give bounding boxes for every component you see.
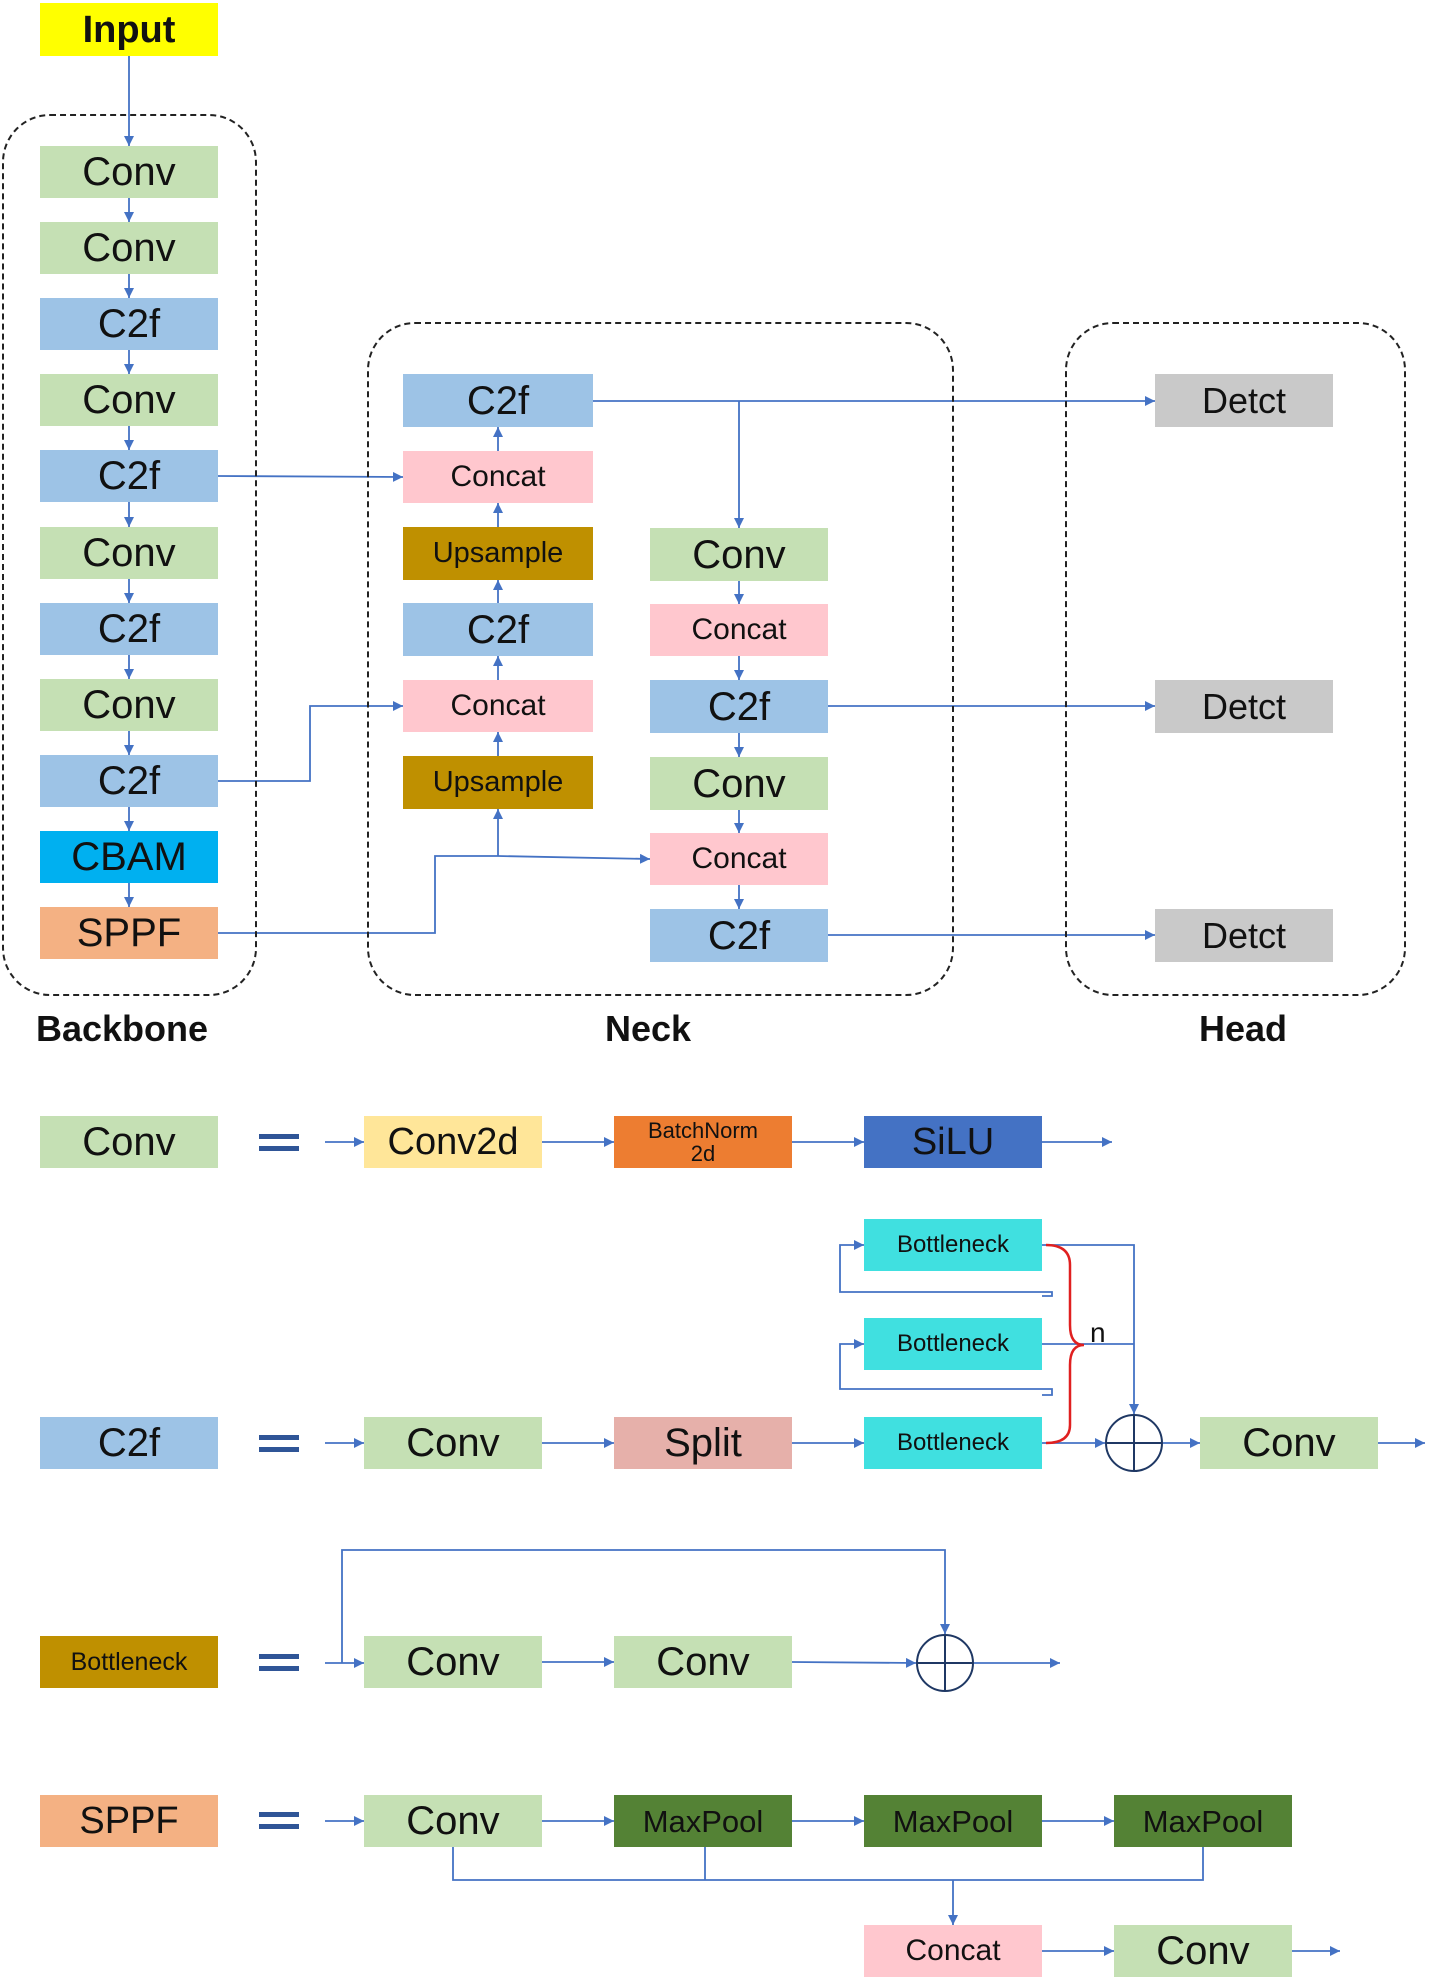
backbone-sppf: SPPF [40,907,218,959]
edge-bottleneck-1-to-plus [1042,1244,1139,1414]
input-node: Input [40,3,218,56]
edge-bottleneck-shortcut [341,1549,950,1663]
backbone-conv-2: Conv [40,222,218,274]
edge-bottleneck-3-to-2 [839,1339,1053,1396]
head-detect-1: Detct [1155,374,1333,427]
legend-conv-name: Conv [40,1116,218,1168]
equals-sign-sppf [259,1812,299,1829]
equals-sign-c2f [259,1435,299,1452]
edge-backbone-c2f-to-concat-2 [218,701,403,782]
equals-sign-conv [259,1134,299,1151]
neck-c2f-p5: C2f [650,909,828,962]
legend-c2f-conv-in: Conv [364,1417,542,1469]
backbone-caption: Backbone [35,1008,209,1049]
backbone-c2f-3: C2f [40,603,218,655]
legend-c2f-bottleneck-3: Bottleneck [864,1417,1042,1469]
legend-bottleneck-name: Bottleneck [40,1636,218,1688]
edge-backbone-c2f-to-concat-1 [217,471,404,482]
backbone-group [2,114,257,996]
legend-bottleneck-conv-1: Conv [364,1636,542,1688]
edge-sppf-to-junction [218,855,498,934]
c2f-concat-plus-icon [1105,1414,1163,1472]
legend-c2f-conv-out: Conv [1200,1417,1378,1469]
equals-sign-bottleneck [259,1654,299,1671]
backbone-conv-4: Conv [40,527,218,579]
head-detect-3: Detct [1155,909,1333,962]
head-group [1065,322,1406,996]
neck-caption: Neck [604,1008,692,1049]
head-caption: Head [1198,1008,1288,1049]
repeat-count-label: n [1090,1317,1106,1348]
backbone-conv-3: Conv [40,374,218,426]
edge-sppf-collect [452,1847,1204,1881]
legend-sppf-maxpool-2: MaxPool [864,1795,1042,1847]
legend-c2f-name: C2f [40,1417,218,1469]
backbone-c2f-2: C2f [40,450,218,502]
repeat-brace [1045,1243,1085,1445]
legend-sppf-concat: Concat [864,1925,1042,1977]
neck-group [367,322,954,996]
neck-conv-2: Conv [650,757,828,810]
legend-sppf-maxpool-1: MaxPool [614,1795,792,1847]
neck-concat-4: Concat [650,833,828,885]
legend-batchnorm2d: BatchNorm 2d [614,1116,792,1168]
legend-silu: SiLU [864,1116,1042,1168]
legend-sppf-maxpool-3: MaxPool [1114,1795,1292,1847]
head-detect-2: Detct [1155,680,1333,733]
neck-upsample-2: Upsample [403,756,593,809]
neck-upsample-1: Upsample [403,527,593,580]
neck-conv-1: Conv [650,528,828,581]
legend-conv2d: Conv2d [364,1116,542,1168]
legend-sppf-name: SPPF [40,1795,218,1847]
edge-bottleneck-conv2-to-plus [791,1657,917,1668]
neck-concat-3: Concat [650,604,828,656]
neck-c2f-p4: C2f [650,680,828,733]
edge-bottleneck-2-to-1 [839,1240,1053,1297]
neck-c2f-mid: C2f [403,603,593,656]
legend-bottleneck-conv-2: Conv [614,1636,792,1688]
bottleneck-add-plus-icon [916,1634,974,1692]
legend-sppf-conv-out: Conv [1114,1925,1292,1977]
legend-c2f-bottleneck-1: Bottleneck [864,1219,1042,1271]
backbone-conv-1: Conv [40,146,218,198]
legend-c2f-split: Split [614,1417,792,1469]
backbone-c2f-4: C2f [40,755,218,807]
backbone-cbam: CBAM [40,831,218,883]
backbone-c2f-1: C2f [40,298,218,350]
backbone-conv-5: Conv [40,679,218,731]
edge-junction-to-concat-4 [497,853,651,864]
neck-concat-2: Concat [403,680,593,732]
neck-concat-1: Concat [403,451,593,503]
legend-c2f-bottleneck-2: Bottleneck [864,1318,1042,1370]
legend-sppf-conv: Conv [364,1795,542,1847]
neck-c2f-top: C2f [403,374,593,427]
